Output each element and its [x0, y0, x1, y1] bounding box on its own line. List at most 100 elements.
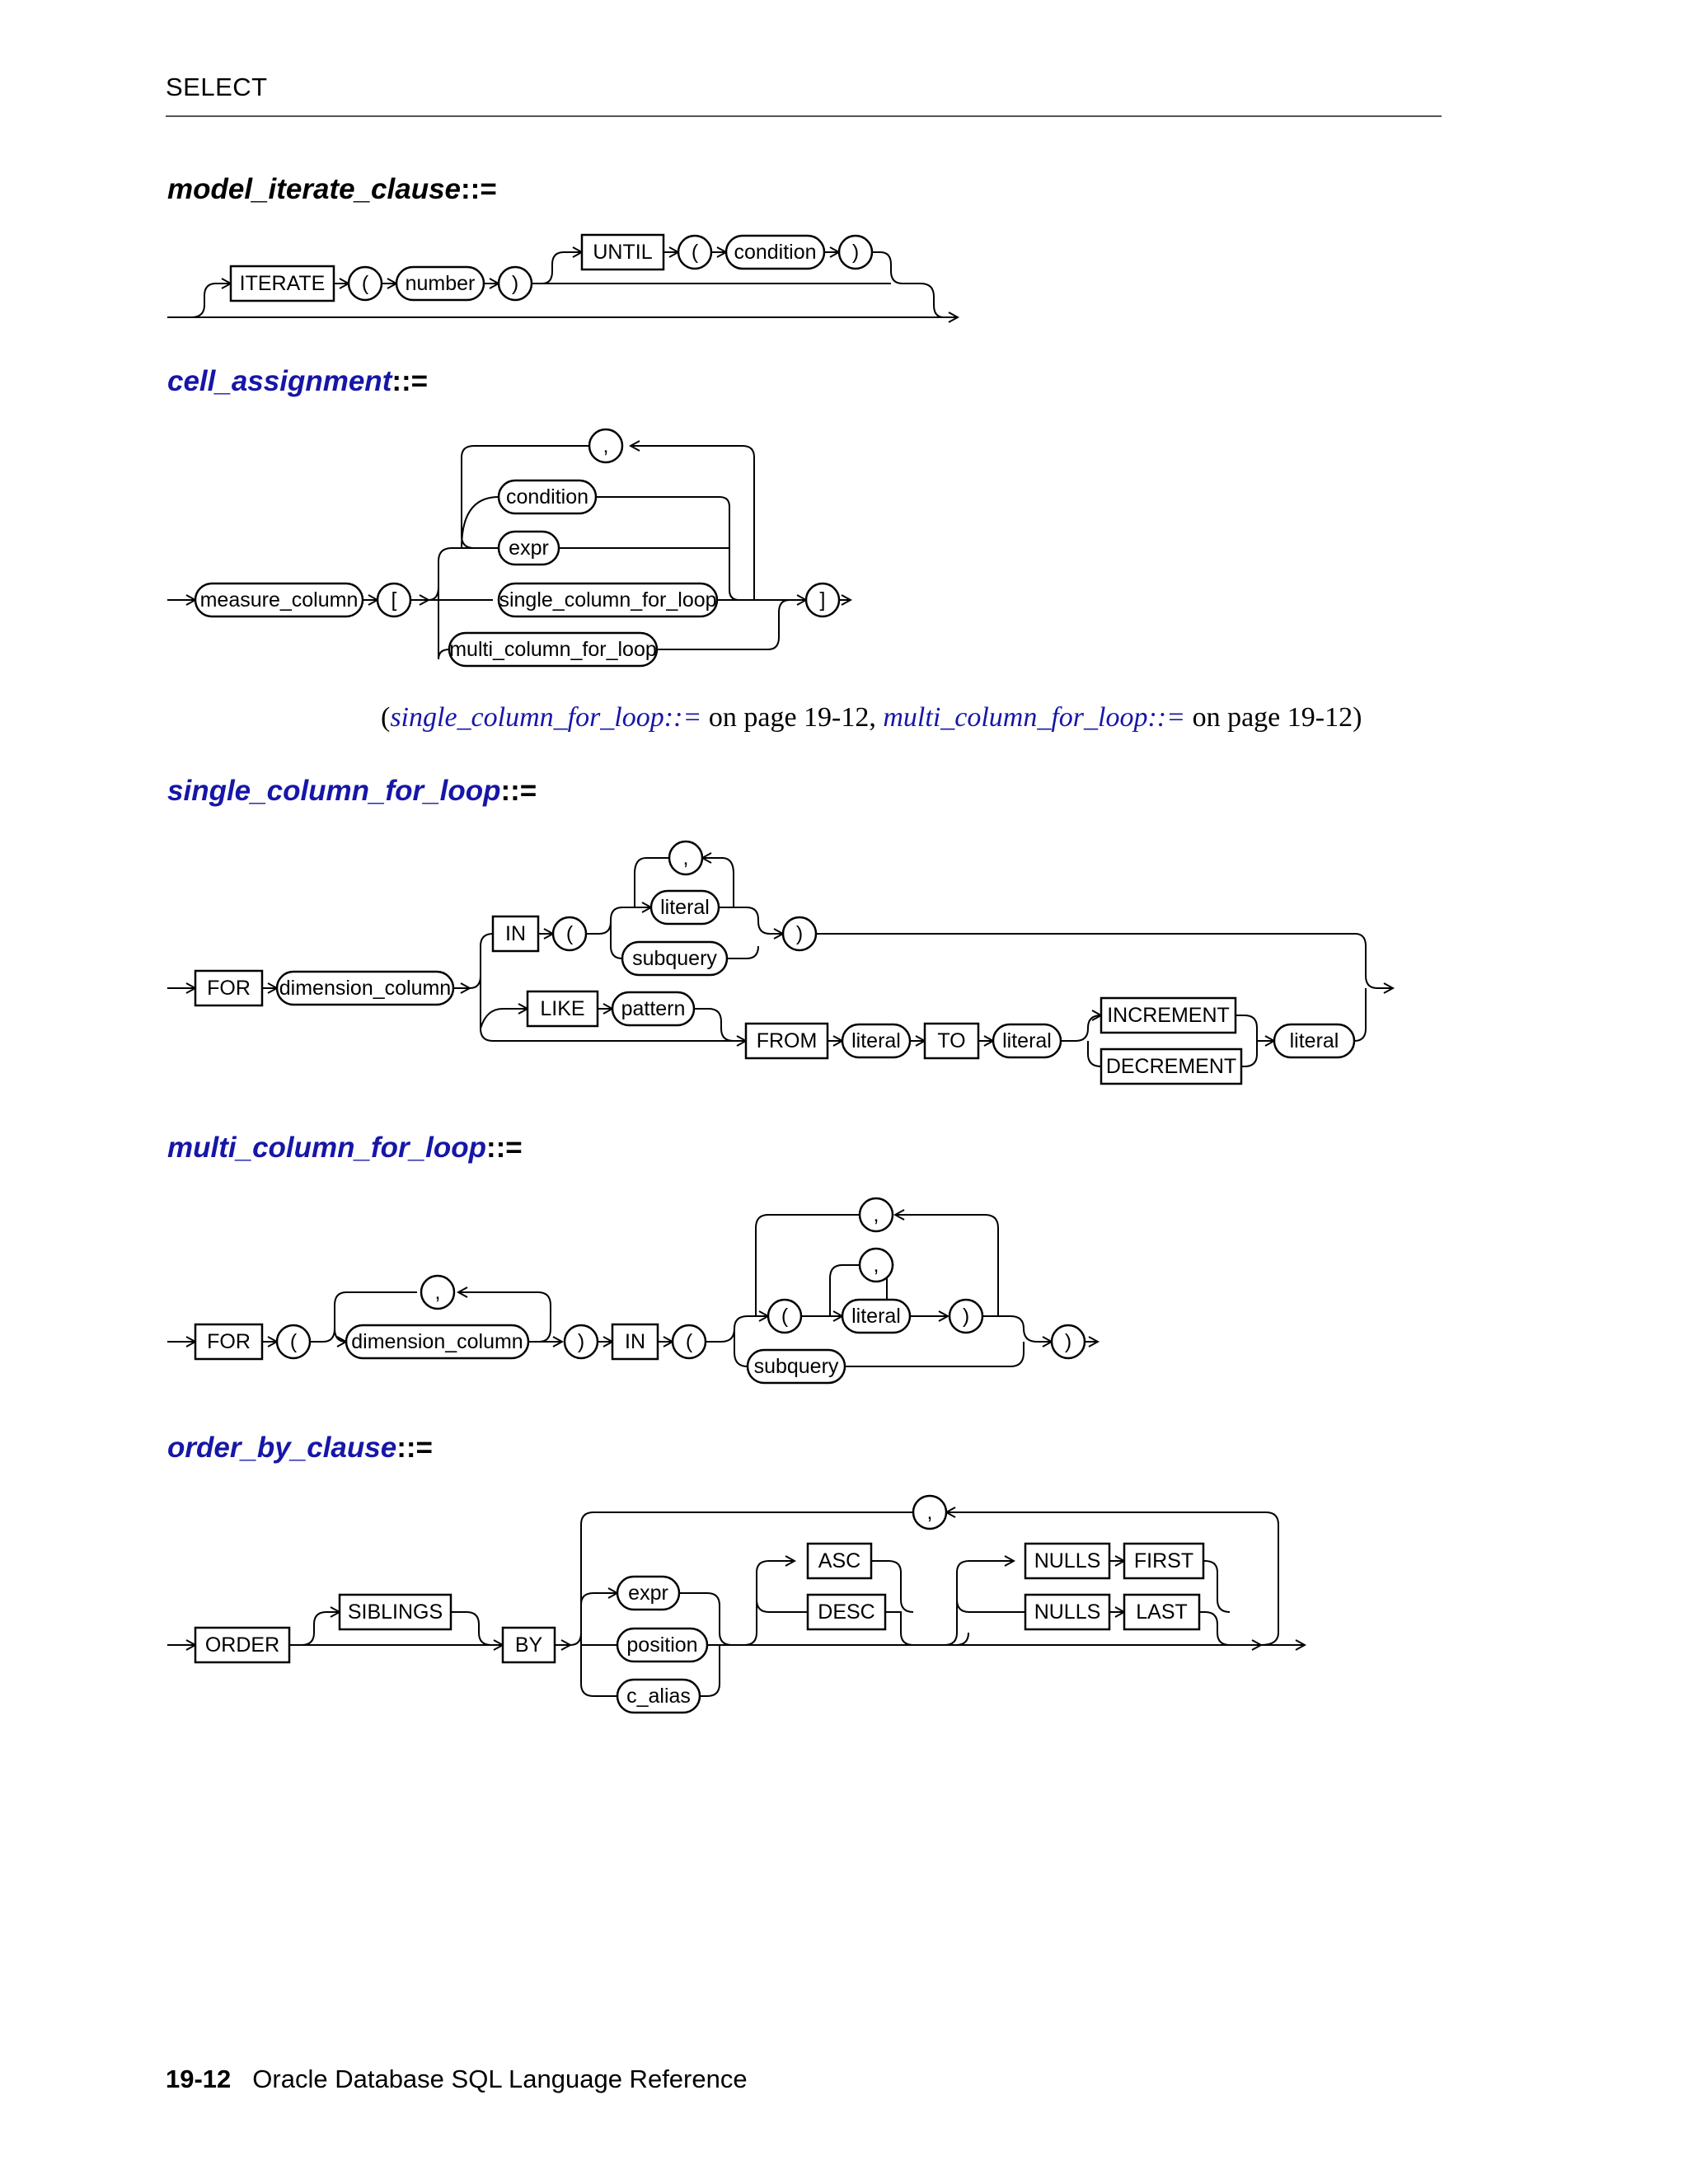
token-label: single_column_for_loop	[499, 588, 716, 612]
nonterminal-lparen: (	[677, 234, 713, 270]
nonterminal-rparen: )	[837, 234, 874, 270]
keyword-in: IN	[491, 915, 540, 953]
rule-name[interactable]: cell_assignment	[167, 365, 392, 397]
token-label: pattern	[621, 997, 686, 1020]
nonterminal-literal: literal	[1273, 1023, 1356, 1059]
nonterminal-literal: literal	[649, 889, 720, 926]
nonterminal-comma: ,	[912, 1494, 948, 1530]
rail-line	[570, 1593, 617, 1646]
token-label: IN	[625, 1330, 645, 1353]
nonterminal-literal: literal	[992, 1023, 1062, 1059]
keyword-nulls: NULLS	[1024, 1542, 1111, 1580]
token-label: IN	[505, 922, 526, 945]
rail-line	[734, 1329, 748, 1367]
xref-text: on page 19-12,	[701, 702, 884, 733]
section-title-order-by-clause: order_by_clause::=	[167, 1432, 433, 1465]
rule-name[interactable]: multi_column_for_loop	[167, 1132, 486, 1164]
repeat-loop	[946, 1512, 1279, 1646]
nonterminal-rparen: )	[781, 916, 818, 952]
rule-operator: ::=	[485, 1132, 523, 1164]
token-label: (	[781, 1305, 789, 1328]
nonterminal-comma: ,	[858, 1197, 894, 1233]
rail-line	[755, 1214, 860, 1316]
rail-line	[586, 907, 651, 935]
nonterminal-c-alias: c_alias	[616, 1678, 701, 1714]
rail-line	[596, 496, 740, 601]
rule-operator: ::=	[392, 365, 429, 397]
token-label: LAST	[1136, 1601, 1188, 1624]
nonterminal-expr: expr	[616, 1575, 681, 1611]
token-label: condition	[734, 241, 816, 264]
rule-operator: ::=	[461, 173, 497, 205]
rail-line	[1061, 1015, 1101, 1042]
token-label: subquery	[754, 1355, 839, 1378]
token-label: condition	[506, 485, 588, 509]
token-label: subquery	[632, 947, 717, 970]
nonterminal-rparen: )	[497, 265, 533, 302]
rail-line	[872, 251, 945, 318]
rail-line	[334, 1328, 346, 1342]
rail-line	[1203, 1560, 1231, 1613]
optional-branch	[190, 284, 231, 318]
rule-name[interactable]: single_column_for_loop	[167, 775, 501, 807]
rail-line	[469, 933, 494, 989]
token-label: (	[566, 922, 574, 945]
token-label: FOR	[207, 977, 251, 1000]
rail-line	[743, 1561, 795, 1646]
token-label: ,	[927, 1501, 933, 1524]
token-label: SIBLINGS	[348, 1601, 443, 1624]
token-label: ,	[603, 434, 609, 457]
rail-line	[707, 1632, 969, 1646]
token-label: literal	[1290, 1029, 1339, 1052]
rail-line	[289, 1612, 340, 1646]
keyword-order: ORDER	[194, 1626, 291, 1664]
keyword-by: BY	[501, 1626, 556, 1664]
nonterminal-pattern: pattern	[611, 991, 696, 1027]
rail-line	[982, 1315, 1052, 1342]
token-label: literal	[851, 1029, 901, 1052]
nonterminal-lparen: (	[671, 1324, 707, 1360]
token-label: FOR	[207, 1330, 251, 1353]
rail-line	[1199, 1611, 1231, 1646]
rail-line	[310, 1291, 417, 1343]
rail-line	[657, 599, 790, 650]
token-label: expr	[628, 1582, 668, 1605]
token-label: literal	[851, 1305, 901, 1328]
rail-line	[706, 1316, 768, 1343]
rail-line	[845, 1342, 1025, 1367]
nonterminal-lparen: (	[767, 1298, 803, 1334]
nonterminal-lbracket: [	[376, 582, 412, 618]
rail-line	[1236, 1015, 1258, 1041]
token-label: NULLS	[1034, 1601, 1101, 1624]
xref-link-single-column-for-loop[interactable]: single_column_for_loop::=	[390, 702, 702, 733]
token-label: )	[796, 922, 803, 945]
token-label: DESC	[818, 1601, 874, 1624]
cross-reference: (single_column_for_loop::= on page 19-12…	[381, 702, 1362, 733]
token-label: )	[512, 272, 518, 295]
nonterminal-dimension-column: dimension_column	[275, 970, 455, 1006]
optional-branch	[532, 252, 582, 284]
rule-name[interactable]: order_by_clause	[167, 1432, 397, 1464]
section-title-single-column-for-loop: single_column_for_loop::=	[167, 775, 537, 808]
nonterminal-subquery: subquery	[621, 940, 729, 977]
token-label: )	[963, 1305, 969, 1328]
rail-line	[634, 857, 669, 907]
rail-line	[428, 547, 499, 601]
token-label: expr	[509, 537, 549, 560]
nonterminal-rbracket: ]	[804, 582, 841, 618]
rail-line	[1241, 1041, 1274, 1067]
rail-line	[829, 1264, 860, 1316]
keyword-asc: ASC	[806, 1542, 873, 1580]
xref-link-multi-column-for-loop[interactable]: multi_column_for_loop::=	[883, 702, 1186, 733]
rail-line	[580, 1633, 617, 1697]
rail-line	[438, 587, 450, 660]
rail-line	[610, 921, 623, 959]
rail-line	[871, 1560, 914, 1613]
token-label: ASC	[818, 1549, 860, 1572]
nonterminal-rparen: )	[948, 1298, 984, 1334]
keyword-from: FROM	[744, 1022, 829, 1060]
keyword-decrement: DECREMENT	[1100, 1047, 1243, 1085]
rail-line	[727, 945, 759, 959]
rule-name: model_iterate_clause	[167, 173, 462, 205]
